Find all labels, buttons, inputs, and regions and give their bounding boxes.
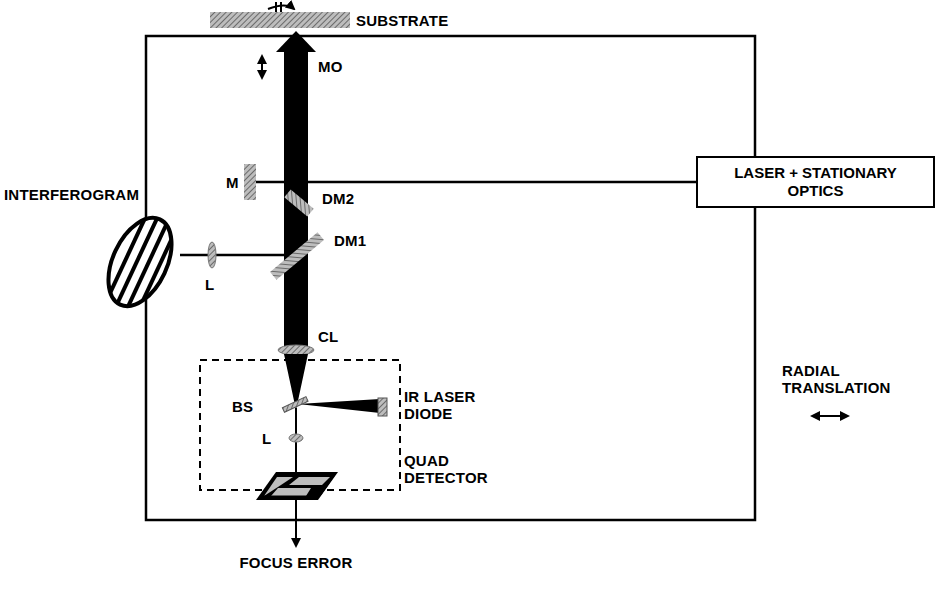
box-text: LASER + STATIONARY OPTICS bbox=[708, 164, 923, 200]
part-label: MO bbox=[318, 58, 343, 75]
part-label: DM2 bbox=[322, 190, 354, 207]
head-housing bbox=[146, 36, 755, 520]
part-label: L bbox=[205, 276, 214, 293]
part-label: RADIAL TRANSLATION bbox=[782, 362, 894, 396]
dichroic-mirror bbox=[270, 232, 324, 280]
part-label: SUBSTRATE bbox=[356, 12, 448, 29]
lens bbox=[289, 434, 303, 442]
part-label: FOCUS ERROR bbox=[239, 554, 352, 571]
interferogram bbox=[90, 196, 190, 328]
part-label: L bbox=[262, 430, 271, 447]
dichroic-mirror bbox=[284, 190, 313, 217]
part-label: INTERFEROGRAM bbox=[4, 186, 139, 203]
lens bbox=[278, 345, 314, 355]
part-label: QUAD DETECTOR bbox=[404, 452, 496, 486]
laser-diode bbox=[378, 398, 387, 416]
part-label: M bbox=[226, 174, 239, 191]
part-label: BS bbox=[232, 398, 253, 415]
laser-box: LASER + STATIONARY OPTICS bbox=[696, 156, 935, 208]
part-label: IR LASER DIODE bbox=[404, 388, 484, 422]
part-label: CL bbox=[318, 328, 338, 345]
lens bbox=[208, 242, 216, 268]
quad-detector bbox=[256, 472, 338, 500]
mirror bbox=[244, 164, 256, 200]
part-label: DM1 bbox=[334, 232, 366, 249]
substrate-bar bbox=[210, 12, 350, 28]
